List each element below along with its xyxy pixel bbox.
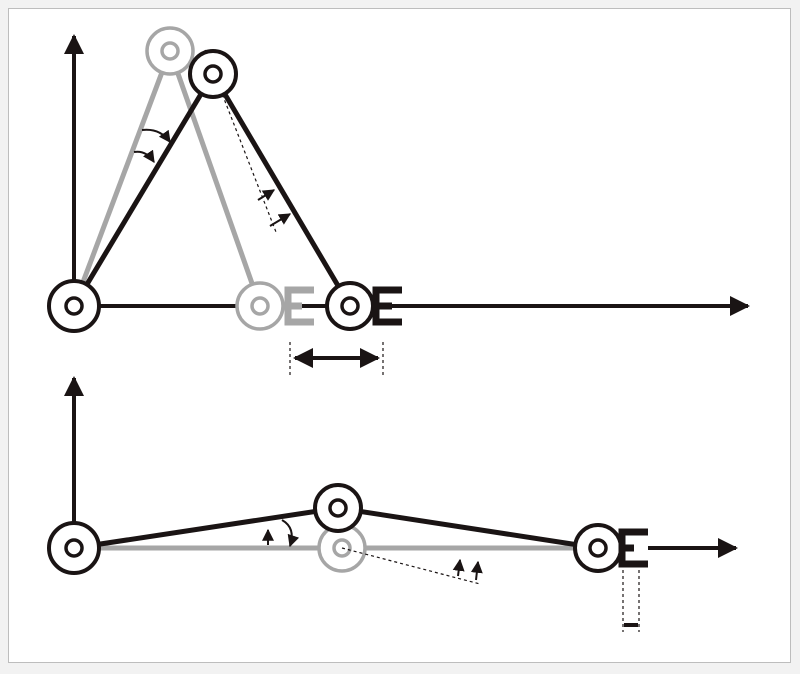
- ghost-slider-clevis: [284, 286, 314, 326]
- ghost-slider-joint-pin: [250, 296, 270, 316]
- bottom-base-pivot-pin: [64, 538, 84, 558]
- bottom-slider-joint-pin: [588, 538, 608, 558]
- diagram-frame: [8, 8, 791, 663]
- slider-joint-pin: [340, 296, 360, 316]
- rotation-arrow-upper: [257, 189, 276, 201]
- ghost-link-right: [167, 50, 263, 307]
- bottom-middle-joint-pin: [328, 498, 348, 518]
- base-pivot-pin: [64, 296, 84, 316]
- ghost-top-joint-pin: [160, 41, 180, 61]
- bottom-link-left: [73, 505, 339, 551]
- angle-arc-outer: [141, 128, 171, 143]
- top-mechanism: [47, 26, 750, 376]
- link-left: [71, 72, 216, 308]
- bottom-slider-clevis: [618, 528, 648, 568]
- bottom-mechanism: [47, 376, 738, 632]
- angle-arc-inner: [133, 149, 155, 163]
- bottom-link-right: [337, 505, 599, 551]
- bottom-angle-arc: [281, 519, 300, 548]
- top-joint-pin: [203, 64, 223, 84]
- bottom-rotation-arrow-right: [470, 560, 483, 581]
- rotation-arrow-lower: [269, 213, 292, 227]
- link-right: [210, 72, 353, 308]
- slider-clevis: [372, 286, 402, 326]
- ghost-link-left: [71, 50, 173, 307]
- bottom-rotation-arrow-left: [452, 558, 465, 577]
